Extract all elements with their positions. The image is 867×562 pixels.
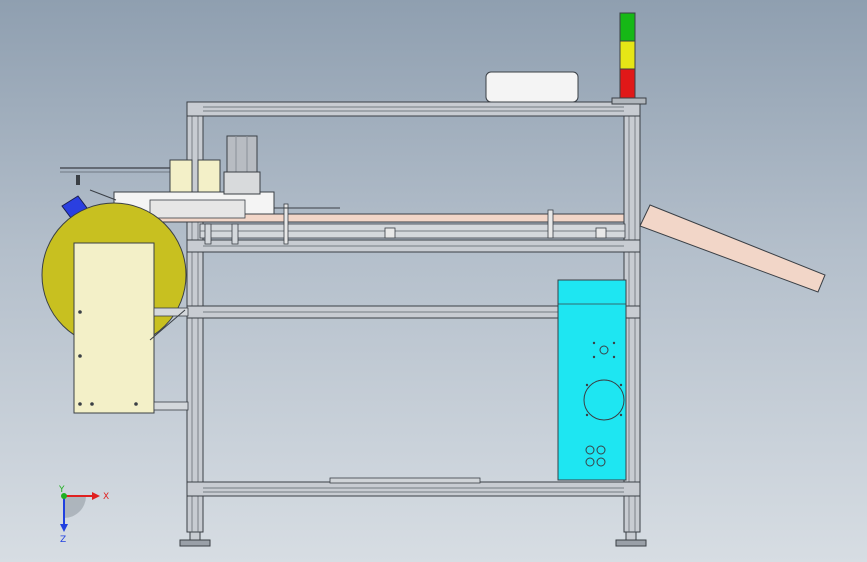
y-axis-dot	[61, 493, 67, 499]
z-axis-label: Z	[60, 535, 66, 545]
tower-bracket	[611, 97, 647, 105]
signal-light-tower	[619, 12, 636, 99]
frame-top-rail	[186, 101, 641, 117]
triad-plane	[64, 496, 86, 518]
light-green	[619, 12, 636, 42]
reel-support-arm	[149, 307, 189, 411]
top-cover-box	[485, 71, 579, 103]
axis-triad: X Y Z	[58, 485, 109, 545]
frame-upper-rail	[186, 239, 641, 253]
reel-mounting-plate	[73, 242, 155, 414]
light-yellow	[619, 40, 636, 70]
x-axis-label: X	[103, 492, 109, 502]
z-axis-arrow	[60, 524, 68, 532]
motor	[223, 135, 261, 195]
light-red	[619, 68, 636, 99]
x-axis-arrow	[92, 492, 100, 500]
y-axis-label: Y	[58, 485, 65, 495]
conveyor-track	[139, 203, 626, 245]
frame-bottom-rail	[186, 477, 641, 497]
exit-chute	[639, 204, 826, 293]
control-box	[557, 279, 627, 481]
